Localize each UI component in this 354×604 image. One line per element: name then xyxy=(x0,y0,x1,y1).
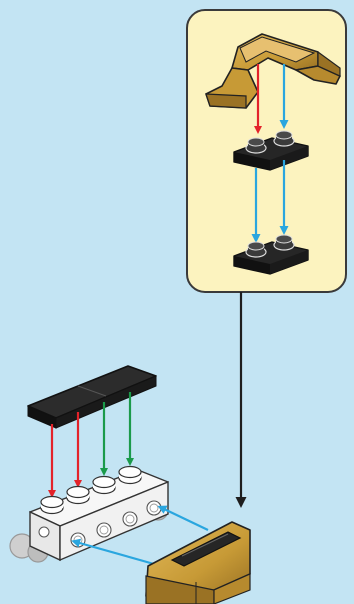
black-2-stud-plate xyxy=(233,130,309,171)
white-4-stud-brick-with-side-studs xyxy=(29,465,169,562)
sub-assembly-callout xyxy=(186,9,347,293)
gold-slope-subassembly xyxy=(145,521,251,604)
black-1x4-tile xyxy=(27,365,157,429)
black-2-stud-plate xyxy=(233,234,309,275)
blue-arrow xyxy=(157,505,209,531)
gold-arch-bracket xyxy=(205,33,341,109)
blue-arrow xyxy=(71,538,155,566)
